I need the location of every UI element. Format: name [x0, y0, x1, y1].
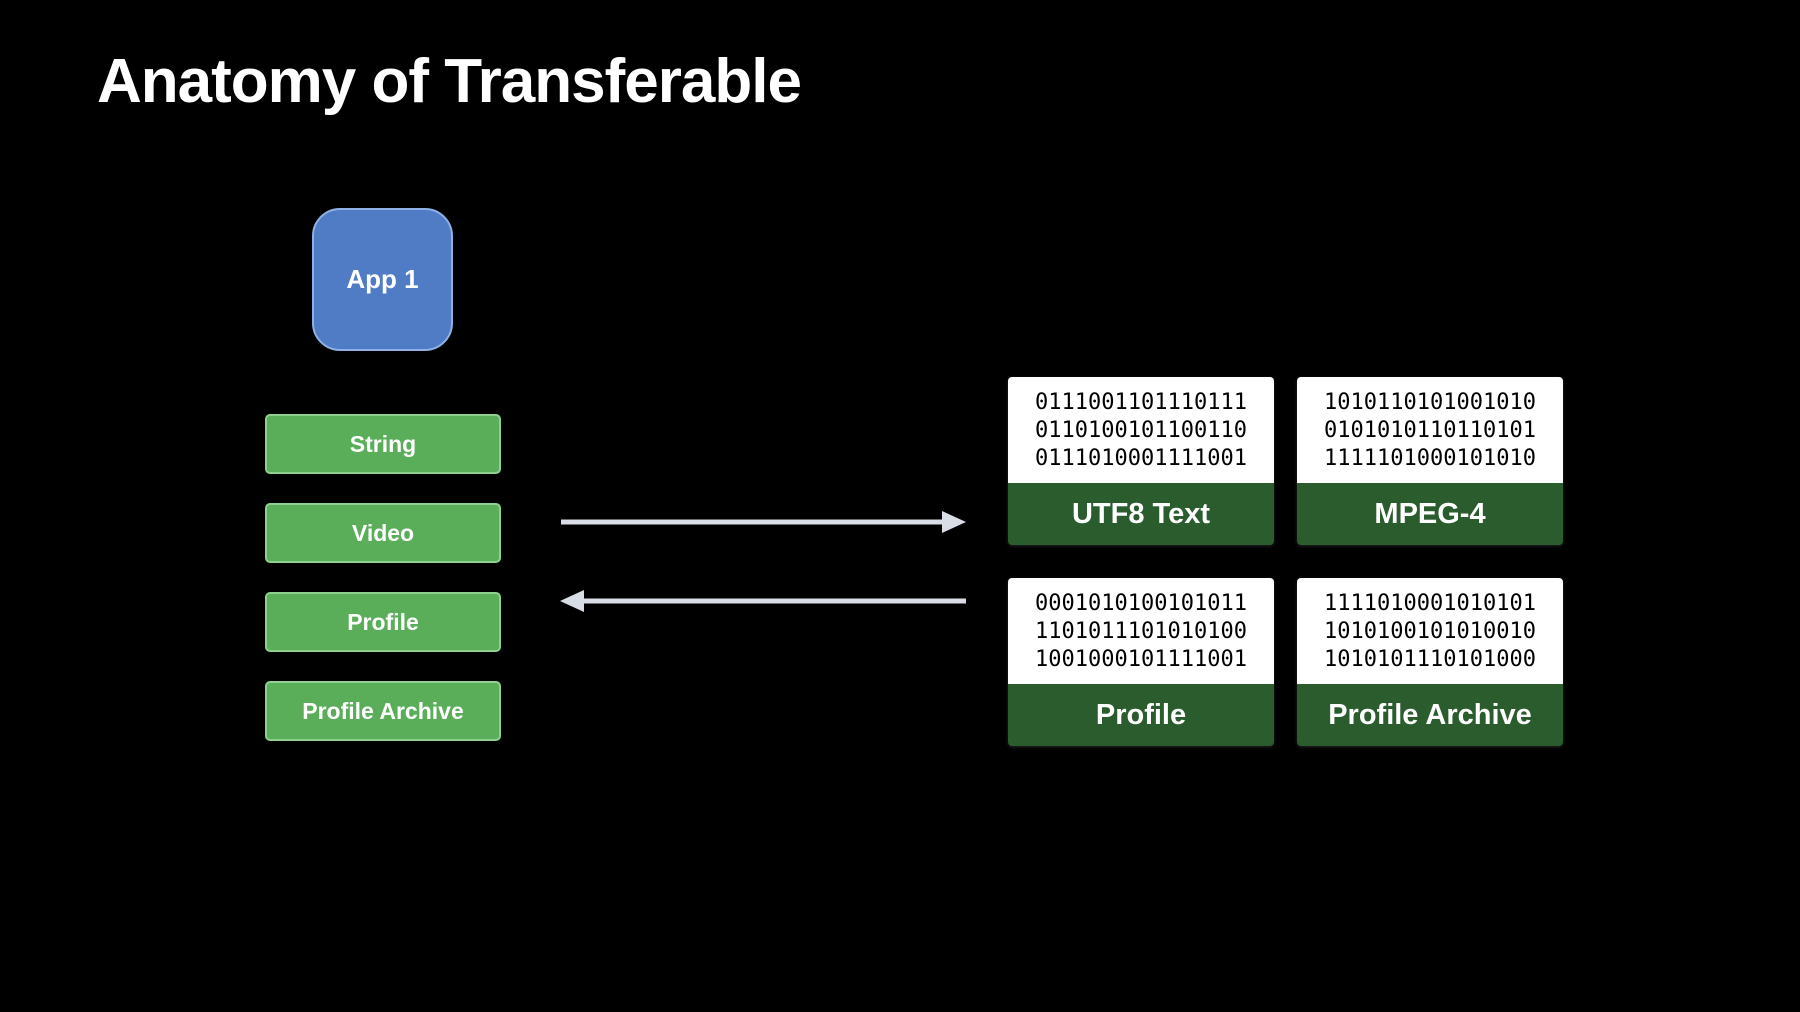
binary-data: 0111001101110111 0110100101100110 011101… [1008, 377, 1274, 483]
type-video-box: Video [265, 503, 501, 563]
binary-line: 1001000101111001 [1035, 647, 1247, 672]
binary-data: 1111010001010101 1010100101010010 101010… [1297, 578, 1563, 684]
binary-line: 0001010100101011 [1035, 591, 1247, 616]
representation-label: MPEG-4 [1297, 483, 1563, 545]
binary-line: 1101011101010100 [1035, 619, 1247, 644]
binary-line: 1010101110101000 [1324, 647, 1536, 672]
binary-data: 1010110101001010 0101010110110101 111110… [1297, 377, 1563, 483]
representation-card-profile: 0001010100101011 1101011101010100 100100… [1008, 578, 1274, 746]
binary-line: 1010100101010010 [1324, 619, 1536, 644]
type-profile-label: Profile [347, 608, 419, 635]
binary-line: 1111101000101010 [1324, 446, 1536, 471]
transfer-arrows [560, 511, 966, 612]
type-profile-archive-label: Profile Archive [302, 697, 464, 724]
representation-label: Profile [1008, 684, 1274, 746]
type-string-box: String [265, 414, 501, 474]
binary-line: 0111001101110111 [1035, 390, 1247, 415]
arrow-left-icon [560, 590, 966, 612]
binary-line: 0101010110110101 [1324, 418, 1536, 443]
representation-label: UTF8 Text [1008, 483, 1274, 545]
binary-line: 1111010001010101 [1324, 591, 1536, 616]
type-video-label: Video [351, 519, 415, 546]
binary-line: 0110100101100110 [1035, 418, 1247, 443]
slide-title: Anatomy of Transferable [97, 47, 802, 116]
representation-label: Profile Archive [1297, 684, 1563, 746]
arrow-right-icon [561, 511, 966, 533]
binary-data: 0001010100101011 1101011101010100 100100… [1008, 578, 1274, 684]
type-profile-box: Profile [265, 592, 501, 652]
app-1-box: App 1 [312, 208, 453, 351]
representation-card-profile-archive: 1111010001010101 1010100101010010 101010… [1297, 578, 1563, 746]
binary-line: 0111010001111001 [1035, 446, 1247, 471]
app-1-label: App 1 [346, 264, 419, 294]
type-string-label: String [349, 430, 417, 457]
representation-card-utf8-text: 0111001101110111 0110100101100110 011101… [1008, 377, 1274, 545]
representation-card-mpeg-4: 1010110101001010 0101010110110101 111110… [1297, 377, 1563, 545]
binary-line: 1010110101001010 [1324, 390, 1536, 415]
type-profile-archive-box: Profile Archive [265, 681, 501, 741]
